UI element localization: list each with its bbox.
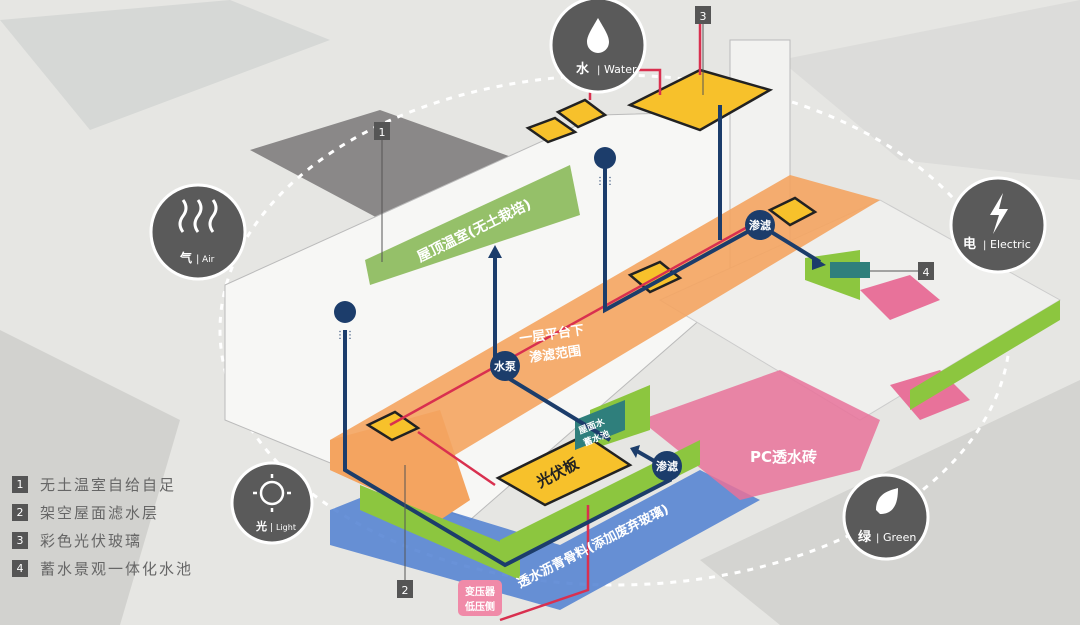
svg-text:Light: Light xyxy=(276,523,296,532)
svg-text:Water: Water xyxy=(604,63,637,76)
svg-text:|: | xyxy=(597,65,600,76)
svg-text:⋮⋮: ⋮⋮ xyxy=(335,330,355,341)
legend-item: 4 蓄水景观一体化水池 xyxy=(12,554,193,582)
context-street xyxy=(0,330,180,625)
electric-icon-badge: 电 | Electric xyxy=(949,176,1047,274)
svg-text:水: 水 xyxy=(576,61,590,77)
legend-text: 蓄水景观一体化水池 xyxy=(40,559,194,578)
pc-brick-zone xyxy=(640,370,880,500)
sun-icon xyxy=(259,480,285,506)
marker-2: 2 xyxy=(397,465,413,598)
filter-badge xyxy=(652,451,682,481)
svg-text:气: 气 xyxy=(179,250,192,265)
water-drop-icon xyxy=(587,18,609,53)
legend-number: 1 xyxy=(12,475,28,493)
legend-text: 架空屋面滤水层 xyxy=(40,503,160,522)
svg-text:4: 4 xyxy=(923,266,930,279)
legend: 1 无土温室自给自足 2 架空屋面滤水层 3 彩色光伏玻璃 4 蓄水景观一体化水池 xyxy=(12,470,193,582)
svg-text:3: 3 xyxy=(700,10,707,23)
air-icon-badge: 气 | Air xyxy=(149,183,247,281)
svg-text:1: 1 xyxy=(379,126,386,139)
legend-text: 无土温室自给自足 xyxy=(40,475,177,494)
svg-text:Air: Air xyxy=(202,255,215,265)
legend-item: 2 架空屋面滤水层 xyxy=(12,498,193,526)
svg-text:|: | xyxy=(196,254,199,265)
rainwater-tank xyxy=(575,400,625,450)
pump-badge xyxy=(490,351,520,381)
rooftop-greenhouse xyxy=(365,165,580,285)
legend-number: 4 xyxy=(12,559,28,577)
svg-text:绿: 绿 xyxy=(858,529,872,545)
svg-text:电: 电 xyxy=(963,236,976,252)
green-icon-badge: 绿 | Green xyxy=(842,473,930,561)
arrow-up-icon xyxy=(488,245,502,258)
marker-1: 1 xyxy=(374,122,390,262)
arrow-right-icon xyxy=(812,256,826,270)
leaf-icon xyxy=(876,488,898,514)
svg-text:Electric: Electric xyxy=(990,238,1031,251)
legend-item: 1 无土温室自给自足 xyxy=(12,470,193,498)
filter-label: 渗滤 xyxy=(749,218,771,232)
green-wall xyxy=(500,440,700,565)
green-wall xyxy=(910,300,1060,410)
water-pool xyxy=(830,262,870,278)
filter-badge xyxy=(745,210,775,240)
first-floor-platform xyxy=(330,175,880,520)
legend-number: 2 xyxy=(12,503,28,521)
pc-brick-zone-small xyxy=(860,275,940,320)
context-building xyxy=(0,0,330,130)
pc-brick-label: PC透水砖 xyxy=(750,448,817,466)
air-waves-icon xyxy=(178,199,218,233)
context-building-dark xyxy=(250,110,520,230)
rain-cloud-icon: ⋮⋮ xyxy=(334,301,356,341)
platform-label-line2: 渗滤范围 xyxy=(528,343,582,366)
legend-text: 彩色光伏玻璃 xyxy=(40,531,143,550)
context-building xyxy=(780,0,1080,180)
water-lines xyxy=(343,105,822,568)
platform-block xyxy=(330,410,470,520)
legend-number: 3 xyxy=(12,531,28,549)
light-icon-badge: 光 | Light xyxy=(230,461,314,545)
svg-text:|: | xyxy=(876,533,879,544)
transformer-label-line2: 低压侧 xyxy=(464,600,495,613)
svg-text:|: | xyxy=(270,523,273,533)
pump-label: 水泵 xyxy=(494,359,516,373)
water-icon-badge: 水 | Water xyxy=(549,0,647,94)
svg-text:2: 2 xyxy=(402,584,409,597)
transformer-label-line1: 变压器 xyxy=(465,585,496,598)
svg-text:|: | xyxy=(983,240,986,251)
rain-cloud-icon: ⋮⋮ xyxy=(594,147,616,187)
marker-4: 4 xyxy=(870,262,934,280)
legend-item: 3 彩色光伏玻璃 xyxy=(12,526,193,554)
transformer-badge xyxy=(458,580,502,616)
svg-text:Green: Green xyxy=(883,531,916,544)
marker-3: 3 xyxy=(695,6,711,95)
permeable-asphalt-zone xyxy=(330,470,760,610)
svg-text:⋮⋮: ⋮⋮ xyxy=(595,176,615,187)
svg-text:光: 光 xyxy=(255,519,267,533)
green-wall xyxy=(360,485,520,580)
filter-label: 渗滤 xyxy=(656,459,678,473)
lightning-icon xyxy=(990,193,1008,234)
arrow-left-icon xyxy=(630,445,640,458)
